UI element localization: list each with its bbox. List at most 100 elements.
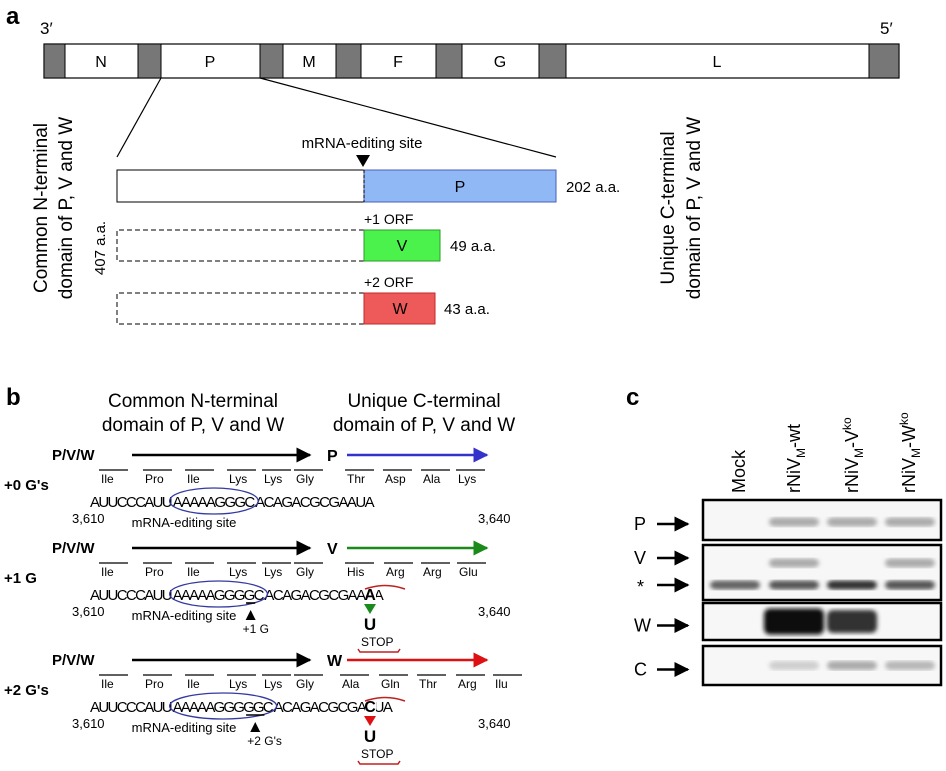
mutated-base-bg	[365, 698, 376, 714]
blot-band	[764, 608, 824, 635]
lane-label-base: rNiV	[899, 458, 919, 493]
blot-v: V*	[634, 543, 943, 602]
blot-band	[769, 580, 819, 590]
lane-label-sub: M	[794, 448, 808, 458]
blot-p: P	[634, 498, 943, 542]
insertion-marker	[245, 610, 256, 620]
amino-acid: Lys	[229, 472, 247, 486]
genome-map: N P M F G L	[43, 43, 900, 79]
common-domain-label-line1: Common N-terminal	[31, 123, 52, 293]
insertion-row-label: +2 G's	[4, 682, 49, 699]
amino-acid: Gly	[296, 472, 314, 486]
panel-a-letter: a	[6, 3, 20, 30]
lane-label-sup2: ko	[897, 412, 911, 425]
header-common-line2: domain of P, V and W	[102, 415, 284, 436]
gene-l-label: L	[713, 54, 722, 71]
panel-b-letter: b	[6, 384, 21, 411]
rna-sequence: AUUCCCAUUAAAAAGGGGCACAGACGCGAAUA	[90, 587, 384, 604]
row-arrow-label: P/V/W	[52, 540, 95, 557]
codon-bracket	[364, 696, 406, 702]
lane-label-sup: -wt	[784, 424, 804, 448]
stop-codon-label: STOP	[361, 747, 393, 761]
amino-acid: Lys	[229, 677, 247, 691]
lane-label: rNiVM-wt	[784, 424, 808, 493]
mutated-base: C	[364, 699, 376, 716]
gene-g-label: G	[494, 54, 506, 71]
w-orf-label: +2 ORF	[364, 274, 413, 290]
editing-motif-outline	[168, 580, 269, 608]
sequence-right: ACAGACGCGAAUA	[274, 699, 393, 716]
rna-sequence: AUUCCCAUUAAAAAGGGGGCACAGACGCGAAUA	[90, 699, 393, 716]
mutated-base: A	[364, 587, 376, 604]
sequence-left: AUUCCCAUU	[90, 494, 173, 511]
mutated-to-base: U	[364, 615, 376, 634]
blot-w: W	[634, 601, 943, 642]
editing-motif-outline	[168, 692, 278, 720]
stop-codon-bracket	[357, 760, 401, 765]
blot-frame	[701, 543, 943, 602]
genome-3prime-label: 3′	[40, 19, 53, 38]
blot-band	[885, 661, 935, 670]
insertion-row-label: +0 G's	[4, 477, 49, 494]
intergenic-region	[259, 43, 284, 79]
amino-acid: Pro	[145, 472, 164, 486]
sequence-right: ACAGACGCGAAUA	[264, 587, 383, 604]
amino-acid: Lys	[229, 565, 247, 579]
amino-acid: Ilu	[495, 677, 508, 691]
lane-label-sub: M	[852, 448, 866, 458]
insertion-label: +2 G's	[247, 734, 282, 748]
editing-site-marker	[356, 155, 370, 167]
position-end: 3,640	[478, 511, 511, 526]
v-common-domain	[116, 229, 364, 262]
insertion-marker	[250, 722, 261, 732]
lane-label-sup: -V	[842, 430, 862, 448]
editing-motif-outline	[168, 487, 259, 515]
codon-bracket	[364, 584, 406, 590]
blot-c: C	[634, 644, 943, 687]
intergenic-region	[335, 43, 362, 79]
intergenic-region	[868, 43, 900, 79]
panel-b: b Common N-terminal domain of P, V and W…	[4, 384, 522, 765]
panel-c-letter: c	[626, 384, 639, 411]
sequence-right: ACAGACGCGAAUA	[255, 494, 374, 511]
amino-acid: Ile	[187, 565, 200, 579]
lane-label-sup: -W	[899, 425, 919, 448]
amino-acid: Ala	[342, 677, 360, 691]
p-common-domain	[116, 169, 365, 203]
editing-site-caption: mRNA-editing site	[132, 608, 237, 623]
amino-acid: Gly	[296, 677, 314, 691]
lane-label-sup2: ko	[840, 417, 854, 430]
amino-acid: Arg	[458, 677, 477, 691]
genome-bar	[43, 43, 900, 79]
p-protein-label: P	[455, 179, 466, 196]
zoom-line-left	[116, 77, 162, 158]
w-unique-domain	[363, 292, 436, 325]
mutated-base-bg	[365, 586, 376, 602]
sequence-editing-motif: AAAAAGGGGC	[173, 587, 265, 604]
intergenic-region	[538, 43, 567, 79]
unique-protein-letter: W	[327, 653, 343, 670]
blot-band	[769, 517, 819, 527]
amino-acid: Thr	[419, 677, 437, 691]
header-unique-line2: domain of P, V and W	[333, 415, 515, 436]
amino-acid: Pro	[145, 565, 164, 579]
gene-n-label: N	[95, 54, 107, 71]
intergenic-region	[435, 43, 463, 79]
lane-label-base: Mock	[729, 449, 749, 493]
gene-p-label: P	[205, 54, 216, 71]
v-unique-domain	[363, 229, 441, 262]
amino-acid: Pro	[145, 677, 164, 691]
lane-label-base: rNiV	[784, 458, 804, 493]
position-start: 3,610	[72, 604, 105, 619]
sequence-editing-motif: AAAAAGGGGGC	[173, 699, 274, 716]
blot-band	[769, 661, 819, 670]
position-end: 3,640	[478, 604, 511, 619]
genome-5prime-label: 5′	[880, 19, 893, 38]
amino-acid: Lys	[264, 472, 282, 486]
blot-label: C	[634, 660, 647, 680]
position-start: 3,610	[72, 511, 105, 526]
